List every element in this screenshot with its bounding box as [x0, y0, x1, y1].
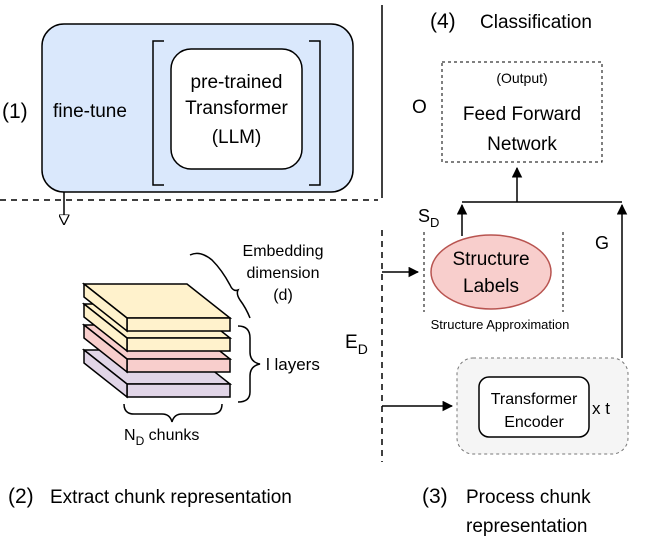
step3-title-line1: Process chunk [466, 487, 591, 508]
step2-number: (2) [8, 485, 34, 508]
left-bracket [152, 40, 164, 186]
llm-line2: Transformer [185, 98, 288, 119]
chunks-label: ND chunks [124, 427, 199, 448]
ffn-line1: Feed Forward [463, 104, 581, 125]
transformer-llm-box [170, 48, 303, 170]
llm-line3: (LLM) [212, 127, 262, 148]
g-label: G [595, 233, 609, 253]
structure-line2: Labels [463, 276, 519, 297]
o-label: O [412, 97, 427, 118]
step1-number: (1) [2, 100, 28, 123]
step2-title: Extract chunk representation [50, 487, 292, 508]
chunks-brace [123, 403, 223, 423]
layers-label: l layers [266, 355, 320, 374]
encoder-line1: Transformer [491, 391, 578, 408]
sd-label: SD [418, 206, 439, 230]
output-label: (Output) [496, 70, 547, 86]
embedding-line3: (d) [273, 287, 293, 304]
step4-number: (4) [430, 10, 456, 33]
right-bracket [309, 40, 321, 186]
transformer-encoder-box [478, 376, 590, 438]
structure-caption: Structure Approximation [431, 317, 570, 332]
structure-labels-ellipse [430, 234, 552, 310]
structure-line1: Structure [452, 249, 529, 270]
ed-label: ED [345, 332, 368, 357]
step3-title-line2: representation [466, 516, 587, 537]
chunk-layer-stack [81, 282, 233, 399]
encoder-line2: Encoder [504, 414, 564, 431]
embedding-brace [189, 252, 251, 319]
finetune-label: fine-tune [53, 101, 127, 122]
ffn-line2: Network [487, 134, 557, 155]
embedding-line1: Embedding [243, 243, 324, 260]
repeat-label: x t [592, 399, 610, 418]
layers-brace [237, 325, 261, 403]
ffn-box [441, 61, 603, 163]
step3-number: (3) [422, 485, 448, 508]
step4-title: Classification [480, 12, 592, 33]
embedding-line2: dimension [247, 265, 320, 282]
llm-line1: pre-trained [191, 72, 283, 93]
